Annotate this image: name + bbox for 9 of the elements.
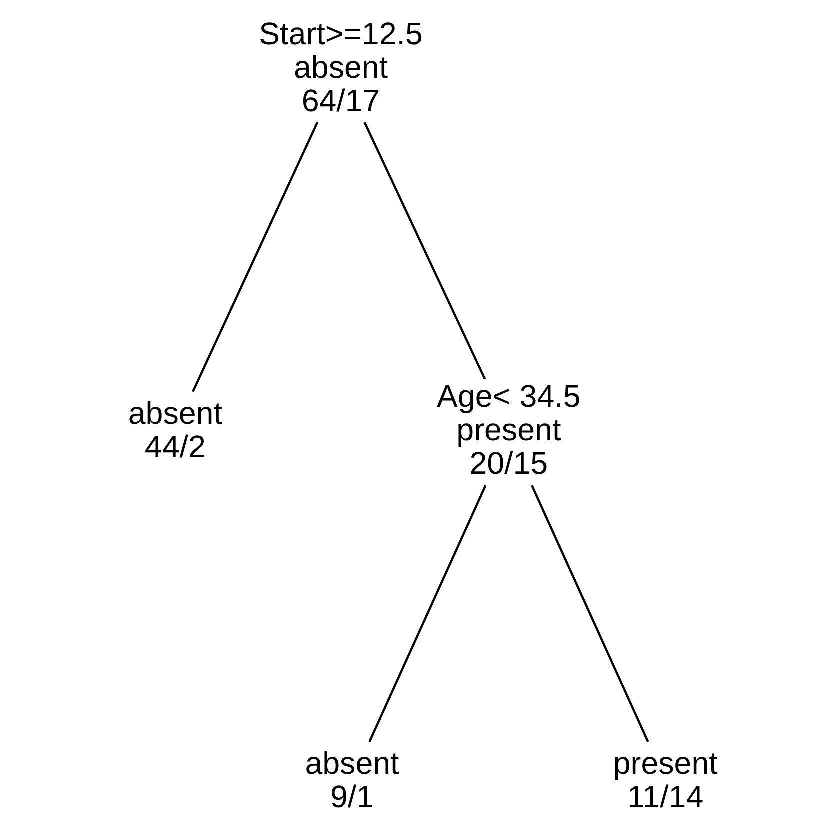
node-text: absent 9/1 <box>304 746 399 815</box>
node-text: absent 44/2 <box>128 396 222 464</box>
node-text: Age< 34.5 present 20/15 <box>436 379 580 482</box>
connector <box>530 485 649 742</box>
connector <box>363 122 486 380</box>
node-text: Start>=12.5 absent 64/17 <box>258 16 422 119</box>
connector <box>192 122 318 392</box>
node-text: present 11/14 <box>612 746 718 815</box>
connector <box>368 485 486 742</box>
